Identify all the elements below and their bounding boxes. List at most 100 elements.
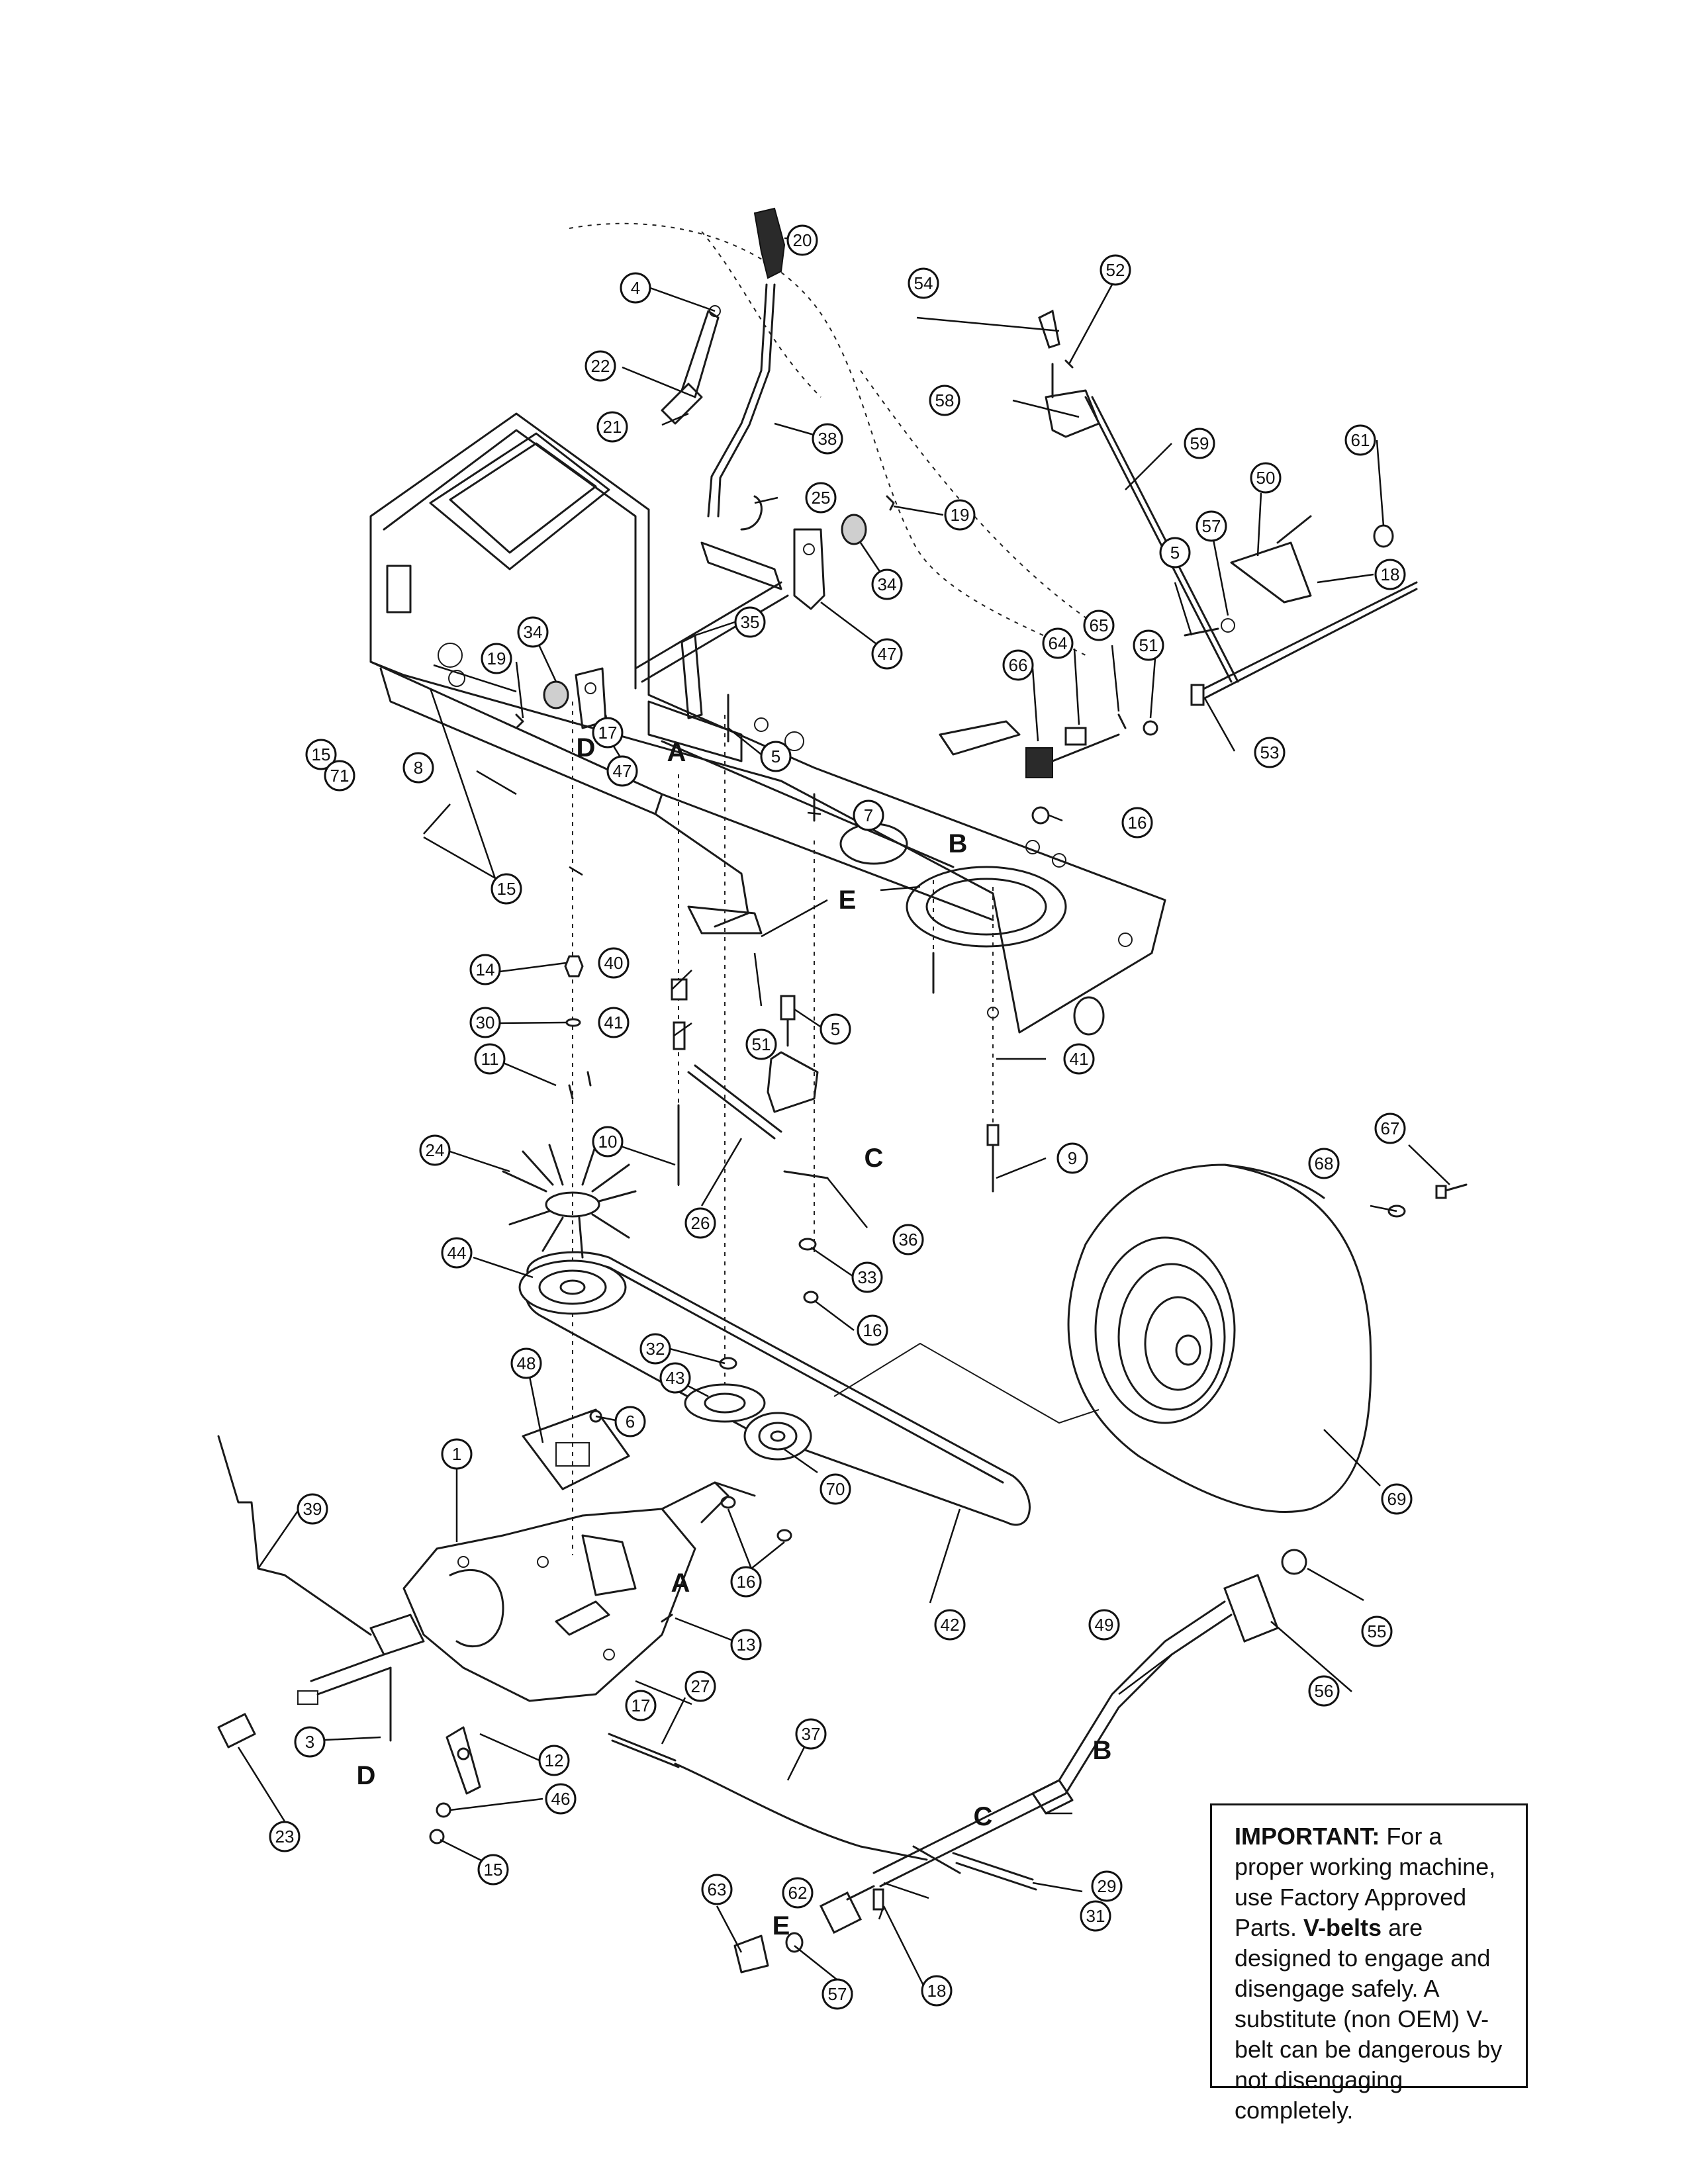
callout-62: 62 — [782, 1877, 814, 1909]
callout-12: 12 — [538, 1745, 570, 1776]
right-linkage — [1184, 515, 1418, 706]
callout-31: 31 — [1080, 1900, 1111, 1932]
vbelts-label: V-belts — [1303, 1914, 1382, 1941]
letter-b: B — [1093, 1736, 1112, 1765]
svg-text:18: 18 — [927, 1981, 947, 2001]
svg-text:63: 63 — [708, 1880, 727, 1899]
callout-5: 5 — [1159, 537, 1191, 569]
callout-43: 43 — [659, 1362, 691, 1394]
svg-text:31: 31 — [1086, 1906, 1105, 1926]
svg-text:57: 57 — [1202, 516, 1221, 536]
control-lever-assembly — [1038, 309, 1239, 683]
svg-text:8: 8 — [414, 758, 423, 778]
callout-6: 6 — [614, 1406, 646, 1437]
svg-text:16: 16 — [1128, 813, 1147, 833]
svg-text:48: 48 — [517, 1353, 536, 1373]
shift-lever-assembly — [634, 207, 789, 683]
callout-71: 71 — [324, 760, 355, 792]
callout-32: 32 — [639, 1333, 671, 1365]
svg-text:40: 40 — [604, 953, 624, 973]
callout-30: 30 — [469, 1007, 501, 1038]
svg-text:25: 25 — [812, 488, 831, 508]
spring-and-cable — [608, 1733, 928, 1861]
callout-69: 69 — [1381, 1483, 1413, 1515]
callout-51: 51 — [745, 1028, 777, 1060]
svg-text:51: 51 — [1139, 635, 1158, 655]
callout-52: 52 — [1100, 254, 1131, 286]
svg-text:16: 16 — [737, 1572, 756, 1592]
callout-34: 34 — [517, 616, 549, 648]
callout-8: 8 — [402, 752, 434, 784]
callout-37: 37 — [795, 1718, 827, 1750]
callout-59: 59 — [1184, 428, 1215, 459]
callout-16: 16 — [730, 1566, 762, 1598]
svg-text:57: 57 — [828, 1984, 847, 2004]
callout-16: 16 — [1121, 807, 1153, 839]
switch-assembly — [1025, 713, 1158, 825]
callout-65: 65 — [1083, 610, 1115, 641]
callout-61: 61 — [1344, 424, 1376, 456]
svg-text:32: 32 — [646, 1339, 665, 1359]
callout-15: 15 — [305, 739, 337, 770]
svg-text:24: 24 — [426, 1140, 445, 1160]
svg-text:58: 58 — [935, 390, 955, 410]
leader-lines — [237, 237, 1450, 1993]
svg-text:29: 29 — [1098, 1876, 1117, 1896]
callout-16: 16 — [857, 1314, 888, 1346]
letter-e: E — [839, 886, 857, 915]
svg-text:51: 51 — [752, 1034, 771, 1054]
svg-text:41: 41 — [1070, 1049, 1089, 1069]
callout-21: 21 — [596, 411, 628, 443]
part-callouts: 1 3 4 5 5 5 6 7 8 9 10 11 12 13 14 15 15… — [269, 224, 1413, 2010]
svg-text:23: 23 — [275, 1827, 295, 1846]
svg-text:64: 64 — [1049, 633, 1068, 653]
svg-text:36: 36 — [899, 1230, 918, 1250]
svg-text:14: 14 — [476, 960, 495, 979]
callout-50: 50 — [1250, 462, 1282, 494]
svg-text:35: 35 — [741, 612, 760, 632]
svg-text:39: 39 — [303, 1499, 322, 1519]
frame-rail-left — [379, 667, 763, 934]
svg-text:62: 62 — [788, 1883, 808, 1903]
fender-outline — [569, 222, 1113, 656]
svg-text:69: 69 — [1387, 1489, 1407, 1509]
svg-text:3: 3 — [305, 1732, 314, 1752]
hardware-column — [564, 694, 1000, 1555]
callout-46: 46 — [545, 1783, 577, 1815]
callout-33: 33 — [851, 1261, 883, 1293]
letter-b: B — [949, 829, 968, 858]
callout-68: 68 — [1308, 1148, 1340, 1179]
svg-text:5: 5 — [831, 1019, 840, 1039]
svg-text:22: 22 — [591, 356, 610, 376]
callout-18: 18 — [921, 1975, 953, 2007]
svg-text:37: 37 — [802, 1724, 821, 1744]
callout-40: 40 — [598, 947, 630, 979]
svg-text:6: 6 — [626, 1412, 635, 1432]
callout-11: 11 — [474, 1043, 506, 1075]
callout-5: 5 — [760, 741, 792, 772]
svg-text:38: 38 — [818, 429, 837, 449]
chassis-frame — [369, 412, 1166, 1036]
notice-text-1: For a proper working machine, use Factor… — [1235, 1823, 1496, 1941]
svg-text:34: 34 — [878, 574, 897, 594]
svg-text:44: 44 — [447, 1243, 467, 1263]
callout-4: 4 — [620, 272, 651, 304]
callout-24: 24 — [419, 1134, 451, 1166]
callout-35: 35 — [734, 606, 766, 638]
svg-text:26: 26 — [691, 1213, 710, 1233]
letter-a: A — [667, 738, 686, 767]
callout-54: 54 — [908, 267, 939, 299]
callout-49: 49 — [1088, 1609, 1120, 1641]
svg-text:54: 54 — [914, 273, 933, 293]
svg-text:5: 5 — [771, 747, 780, 766]
callout-1: 1 — [441, 1438, 473, 1470]
svg-text:34: 34 — [524, 622, 543, 642]
callout-63: 63 — [701, 1874, 733, 1905]
svg-text:19: 19 — [951, 505, 970, 525]
callout-39: 39 — [297, 1493, 328, 1525]
svg-text:15: 15 — [497, 879, 516, 899]
callout-9: 9 — [1056, 1142, 1088, 1174]
svg-text:71: 71 — [330, 766, 350, 786]
